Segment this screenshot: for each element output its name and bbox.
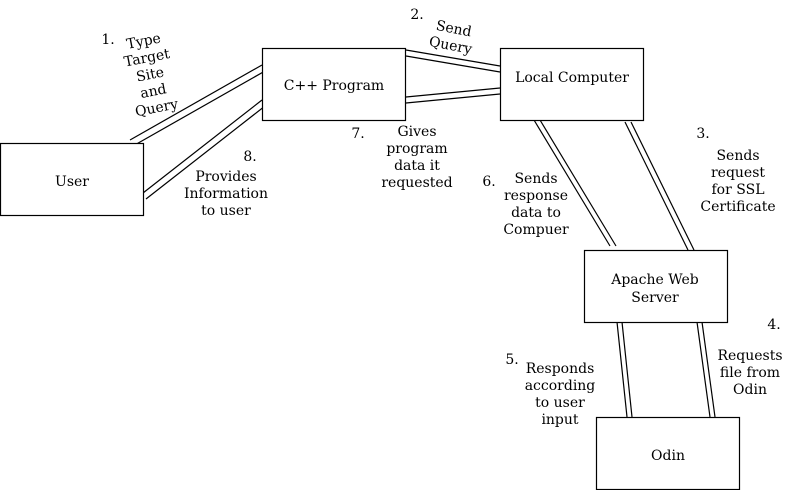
- step-7-number: 7.: [351, 126, 364, 142]
- user-node-label: User: [55, 174, 89, 190]
- step-7-line-4: requested: [381, 175, 452, 191]
- step-3: 3. Sends request for SSL Certificate: [696, 126, 775, 215]
- edge-user-to-cpp: [129, 64, 266, 147]
- apache-web-server-node: Apache Web Server: [583, 249, 729, 324]
- step-4: 4. Requests file from Odin: [717, 317, 782, 398]
- step-2-line-1: Send: [435, 18, 473, 41]
- edge-apache-to-local: [533, 119, 617, 247]
- step-5-number: 5.: [505, 352, 518, 368]
- edge-local-to-cpp: [405, 87, 501, 104]
- step-5-line-1: Responds: [526, 361, 595, 377]
- user-node: User: [0, 142, 145, 217]
- step-1-line-3: Site: [135, 64, 166, 85]
- step-5-line-3: to user: [535, 395, 585, 411]
- step-5: 5. Responds according to user input: [505, 352, 595, 428]
- step-4-number: 4.: [767, 317, 780, 333]
- step-8-line-2: Information: [184, 186, 268, 202]
- apache-node-label-line-2: Server: [631, 290, 679, 306]
- step-2: 2. Send Query: [410, 7, 473, 58]
- step-8-number: 8.: [243, 149, 256, 165]
- step-6-line-2: response: [504, 188, 568, 204]
- step-3-line-4: Certificate: [700, 199, 775, 215]
- odin-node: Odin: [595, 416, 741, 490]
- edge-apache-to-odin: [696, 321, 716, 418]
- local-computer-node-label: Local Computer: [515, 70, 629, 86]
- step-3-line-3: for SSL: [712, 182, 765, 198]
- edge-odin-to-apache: [616, 321, 633, 418]
- step-6: 6. Sends response data to Compuer: [482, 171, 569, 238]
- apache-node-label-line-1: Apache Web: [610, 272, 699, 288]
- step-3-number: 3.: [696, 126, 709, 142]
- step-6-line-3: data to: [511, 205, 561, 221]
- edge-cpp-to-user: [142, 99, 266, 200]
- step-7-line-3: data it: [394, 158, 440, 174]
- step-4-line-2: file from: [720, 365, 780, 381]
- step-7-line-2: program: [386, 141, 447, 157]
- step-8-line-1: Provides: [195, 169, 256, 185]
- step-5-line-4: input: [541, 412, 578, 428]
- local-computer-node: Local Computer: [499, 47, 645, 122]
- step-6-line-4: Compuer: [503, 222, 569, 238]
- odin-node-label: Odin: [651, 448, 685, 464]
- step-3-line-2: request: [711, 165, 765, 181]
- step-4-line-3: Odin: [733, 382, 767, 398]
- step-6-number: 6.: [482, 174, 495, 190]
- step-5-line-2: according: [525, 378, 596, 394]
- step-7: 7. Gives program data it requested: [351, 124, 452, 191]
- cpp-program-node: C++ Program: [261, 47, 407, 122]
- edge-local-to-apache: [624, 121, 695, 251]
- step-1-line-4: and: [139, 81, 168, 102]
- step-8: 8. Provides Information to user: [184, 149, 268, 219]
- cpp-program-node-label: C++ Program: [284, 78, 384, 94]
- step-8-line-3: to user: [201, 203, 251, 219]
- step-1: 1. Type Target Site and Query: [101, 30, 179, 120]
- step-4-line-1: Requests: [717, 348, 782, 364]
- step-1-number: 1.: [101, 32, 114, 48]
- step-7-line-1: Gives: [397, 124, 436, 140]
- step-6-line-1: Sends: [514, 171, 557, 187]
- step-1-line-1: Type: [125, 30, 162, 52]
- step-3-line-1: Sends: [716, 148, 759, 164]
- step-2-number: 2.: [410, 7, 423, 23]
- edge-cpp-to-local: [405, 49, 501, 73]
